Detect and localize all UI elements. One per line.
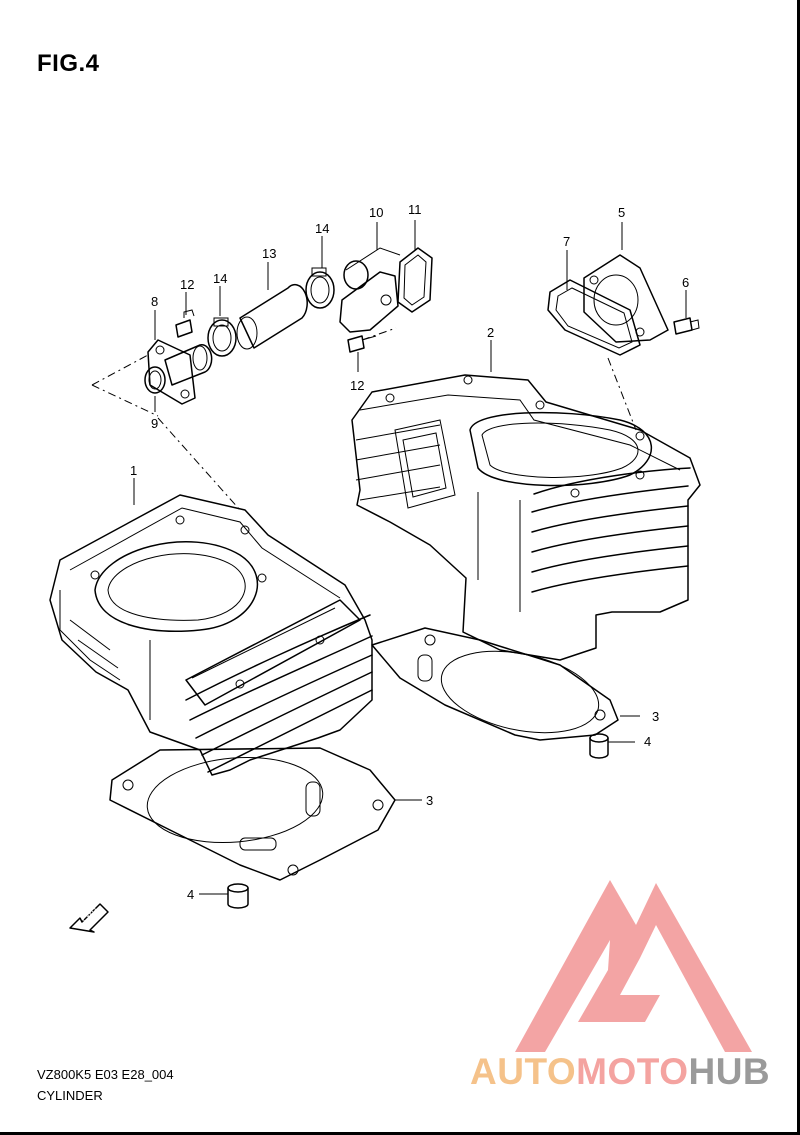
watermark-moto: MOTO [576, 1051, 688, 1092]
part-numbers: 1 2 3 3 4 4 5 6 7 8 9 10 11 12 12 13 14 … [130, 202, 689, 902]
water-outlet-cover [583, 254, 669, 343]
base-gasket-rear [371, 627, 619, 741]
watermark-hub: HUB [688, 1051, 770, 1092]
front-cylinder [49, 494, 373, 776]
thermostat-housing [339, 247, 401, 333]
part-number-3-upper: 3 [652, 709, 659, 724]
part-number-12-upper: 12 [180, 277, 194, 292]
bolt-lower-thermostat [347, 335, 377, 353]
part-number-9: 9 [151, 416, 158, 431]
diagram-caption: CYLINDER [37, 1088, 103, 1103]
dowel-pin-lower [227, 883, 249, 909]
part-number-3-lower: 3 [426, 793, 433, 808]
part-number-14-left: 14 [213, 271, 227, 286]
part-number-10: 10 [369, 205, 383, 220]
part-number-2: 2 [487, 325, 494, 340]
hose-clamp-left [207, 317, 237, 357]
part-number-7: 7 [563, 234, 570, 249]
part-number-12-lower: 12 [350, 378, 364, 393]
hose-clamp-right [305, 267, 335, 309]
base-gasket-front [109, 747, 396, 881]
part-number-11: 11 [408, 202, 422, 217]
automotohub-watermark: AUTOMOTOHUB [470, 880, 770, 1092]
alignment-lines [91, 327, 637, 511]
svg-text:AUTOMOTOHUB: AUTOMOTOHUB [470, 1051, 770, 1092]
bolt-upper-left [175, 309, 195, 338]
bolt-right [673, 317, 700, 335]
thermostat-gasket [397, 247, 433, 313]
part-number-5: 5 [618, 205, 625, 220]
watermark-logo [515, 880, 752, 1052]
rear-cylinder [351, 374, 701, 661]
part-number-4-upper: 4 [644, 734, 651, 749]
part-number-8: 8 [151, 294, 158, 309]
figure-title: FIG.4 [37, 50, 100, 77]
diagram-code: VZ800K5 E03 E28_004 [37, 1067, 174, 1082]
water-outlet-gasket [547, 279, 641, 356]
fwd-label: FWD [79, 904, 98, 923]
part-number-1: 1 [130, 463, 137, 478]
coolant-hose [236, 283, 308, 350]
part-number-13: 13 [262, 246, 276, 261]
forward-direction-arrow: FWD [69, 903, 109, 933]
dowel-pin-upper [589, 733, 609, 759]
part-number-14-right: 14 [315, 221, 329, 236]
part-number-6: 6 [682, 275, 689, 290]
o-ring [144, 366, 166, 394]
watermark-auto: AUTO [470, 1051, 576, 1092]
part-number-4-lower: 4 [187, 887, 194, 902]
callouts [133, 220, 687, 895]
